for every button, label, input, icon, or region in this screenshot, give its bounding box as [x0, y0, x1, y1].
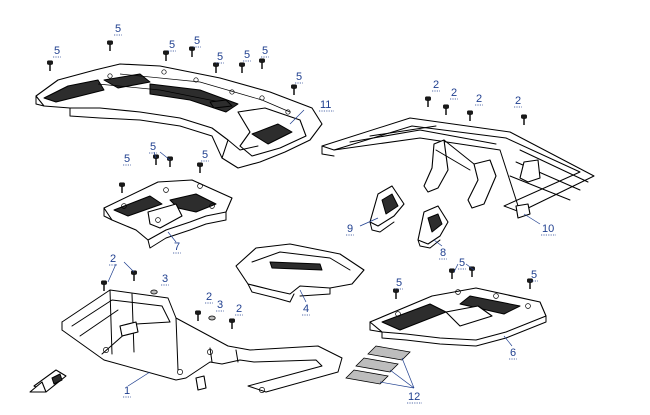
svg-text:5: 5	[54, 45, 60, 57]
svg-text:5: 5	[202, 149, 208, 161]
svg-text:3: 3	[162, 273, 168, 285]
svg-text:2: 2	[236, 303, 242, 315]
callout-label: 10	[541, 223, 556, 236]
callout-label: 5	[53, 45, 61, 58]
svg-text:1: 1	[124, 385, 130, 397]
svg-text:5: 5	[296, 71, 302, 83]
callout-label: 5	[243, 49, 251, 62]
callout-label: 5	[168, 39, 176, 52]
callout-label: 5	[216, 51, 224, 64]
svg-text:2: 2	[110, 253, 116, 265]
callout-label: 6	[509, 347, 517, 360]
svg-text:8: 8	[440, 247, 446, 259]
callout-label: 5	[530, 269, 538, 282]
callout-label: 2	[205, 291, 213, 304]
callout-label: 2	[432, 79, 440, 92]
svg-text:10: 10	[542, 223, 554, 235]
callout-label: 11	[319, 99, 334, 112]
callout-label: 2	[475, 93, 483, 106]
base-tube-frame-part	[61, 289, 343, 393]
svg-text:5: 5	[150, 141, 156, 153]
leader-lines	[107, 109, 541, 389]
svg-text:5: 5	[396, 277, 402, 289]
rear-rack-part	[35, 63, 323, 169]
svg-text:5: 5	[262, 45, 268, 57]
front-bracket-part	[417, 205, 449, 249]
svg-text:2: 2	[476, 93, 482, 105]
callout-label: 12	[407, 391, 422, 404]
pads-part	[345, 345, 411, 385]
svg-text:11: 11	[320, 99, 331, 111]
svg-text:2: 2	[515, 95, 521, 107]
callout-label: 4	[302, 303, 310, 316]
svg-text:4: 4	[303, 303, 309, 315]
callout-label: 2	[235, 303, 243, 316]
svg-text:9: 9	[347, 223, 353, 235]
front-rack-platform-part	[369, 287, 547, 347]
svg-text:12: 12	[408, 391, 420, 403]
small-mount-part	[103, 179, 233, 249]
washer-icon	[150, 289, 216, 321]
callout-labels: 5 5 5 5 5 5 5 5 11 2 2 2 2 10 5 5 5 7 9 …	[53, 23, 556, 404]
callout-label: 5	[193, 35, 201, 48]
callout-label: 5	[149, 141, 157, 154]
callout-label: 2	[450, 87, 458, 100]
cover-part	[235, 243, 365, 303]
callout-label: 2	[514, 95, 522, 108]
svg-text:5: 5	[217, 51, 223, 63]
callout-label: 5	[114, 23, 122, 36]
svg-text:2: 2	[206, 291, 212, 303]
callout-label: 3	[216, 299, 224, 312]
callout-label: 8	[439, 247, 447, 260]
rear-bracket-part	[369, 185, 405, 233]
callout-label: 7	[173, 241, 181, 254]
callout-label: 2	[109, 253, 117, 266]
svg-text:5: 5	[115, 23, 121, 35]
front-rack-frame-part	[321, 117, 595, 219]
callout-label: 5	[395, 277, 403, 290]
svg-text:5: 5	[531, 269, 537, 281]
svg-text:6: 6	[510, 347, 516, 359]
svg-text:3: 3	[217, 299, 223, 311]
callout-label: 3	[161, 273, 169, 286]
svg-text:2: 2	[433, 79, 439, 91]
callout-label: 5	[261, 45, 269, 58]
callout-label: 9	[346, 223, 354, 236]
svg-text:5: 5	[244, 49, 250, 61]
callout-label: 5	[201, 149, 209, 162]
svg-text:7: 7	[174, 241, 180, 253]
callout-label: 5	[458, 257, 466, 270]
svg-text:5: 5	[459, 257, 465, 269]
front-direction-arrow-icon	[29, 369, 67, 393]
callout-label: 1	[123, 385, 131, 398]
svg-text:5: 5	[169, 39, 175, 51]
svg-text:2: 2	[451, 87, 457, 99]
callout-label: 5	[295, 71, 303, 84]
svg-text:5: 5	[194, 35, 200, 47]
svg-text:5: 5	[124, 153, 130, 165]
callout-label: 5	[123, 153, 131, 166]
